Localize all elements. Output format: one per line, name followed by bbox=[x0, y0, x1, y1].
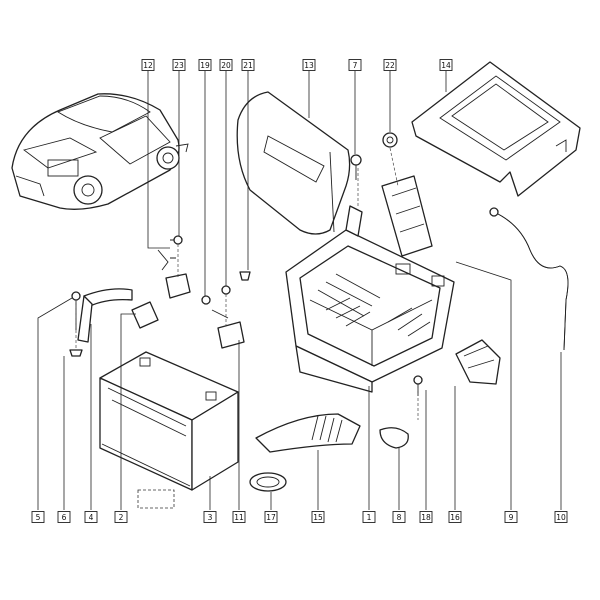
vehicle-thumbnail bbox=[11, 93, 189, 210]
callout-box bbox=[264, 511, 278, 523]
callout-box bbox=[232, 511, 246, 523]
callout-10: 10 bbox=[554, 511, 568, 523]
callout-box bbox=[302, 59, 316, 71]
callout-box bbox=[392, 511, 406, 523]
callout-number: 11 bbox=[234, 513, 244, 522]
hold-down-strap bbox=[69, 288, 133, 357]
battery bbox=[99, 351, 239, 509]
air-intake-sleeve bbox=[379, 339, 501, 449]
callout-17: 17 bbox=[264, 511, 278, 523]
callout-number: 20 bbox=[221, 61, 231, 70]
callout-number: 1 bbox=[367, 513, 372, 522]
callout-box bbox=[141, 59, 155, 71]
terminal-clamps bbox=[131, 235, 251, 349]
callout-15: 15 bbox=[311, 511, 325, 523]
callout-8: 8 bbox=[392, 511, 406, 523]
callout-number: 15 bbox=[313, 513, 323, 522]
callout-box bbox=[419, 511, 433, 523]
callout-21: 21 bbox=[241, 59, 255, 71]
callout-number: 3 bbox=[208, 513, 213, 522]
callout-box bbox=[504, 511, 518, 523]
callout-13: 13 bbox=[302, 59, 316, 71]
callout-3: 3 bbox=[203, 511, 217, 523]
callout-box bbox=[439, 59, 453, 71]
callout-number: 17 bbox=[266, 513, 276, 522]
callout-number: 6 bbox=[62, 513, 67, 522]
callout-number: 13 bbox=[304, 61, 314, 70]
callout-16: 16 bbox=[448, 511, 462, 523]
callout-number: 4 bbox=[89, 513, 94, 522]
callout-box bbox=[348, 59, 362, 71]
callout-11: 11 bbox=[232, 511, 246, 523]
air-duct bbox=[249, 413, 361, 492]
callout-19: 19 bbox=[198, 59, 212, 71]
top-cover bbox=[411, 61, 581, 197]
callout-5: 5 bbox=[31, 511, 45, 523]
callout-box bbox=[241, 59, 255, 71]
callout-4: 4 bbox=[84, 511, 98, 523]
callout-6: 6 bbox=[57, 511, 71, 523]
callout-1: 1 bbox=[362, 511, 376, 523]
callout-box bbox=[31, 511, 45, 523]
callout-number: 5 bbox=[36, 513, 41, 522]
callout-number: 2 bbox=[119, 513, 124, 522]
callouts-top: 12 23 19 20 21 13 7 22 14 bbox=[141, 59, 453, 71]
callout-number: 7 bbox=[353, 61, 358, 70]
callout-box bbox=[84, 511, 98, 523]
callout-box bbox=[203, 511, 217, 523]
callout-number: 21 bbox=[243, 61, 253, 70]
callout-box bbox=[311, 511, 325, 523]
callout-box bbox=[172, 59, 186, 71]
callout-box bbox=[362, 511, 376, 523]
callout-number: 10 bbox=[556, 513, 566, 522]
callout-number: 9 bbox=[509, 513, 514, 522]
callout-9: 9 bbox=[504, 511, 518, 523]
callout-number: 22 bbox=[385, 61, 395, 70]
callout-2: 2 bbox=[114, 511, 128, 523]
callout-box bbox=[198, 59, 212, 71]
fixing-screw bbox=[350, 154, 362, 180]
callout-box bbox=[219, 59, 233, 71]
callout-number: 16 bbox=[450, 513, 460, 522]
callout-number: 18 bbox=[421, 513, 431, 522]
callout-18: 18 bbox=[419, 511, 433, 523]
callout-box bbox=[57, 511, 71, 523]
callout-7: 7 bbox=[348, 59, 362, 71]
callout-12: 12 bbox=[141, 59, 155, 71]
callout-box bbox=[114, 511, 128, 523]
assembly-lines bbox=[75, 147, 419, 420]
callout-number: 12 bbox=[143, 61, 153, 70]
callout-box bbox=[448, 511, 462, 523]
callout-14: 14 bbox=[439, 59, 453, 71]
breather-pipe bbox=[489, 207, 569, 351]
callout-number: 23 bbox=[174, 61, 184, 70]
callout-23: 23 bbox=[172, 59, 186, 71]
callout-number: 19 bbox=[200, 61, 210, 70]
callout-number: 14 bbox=[441, 61, 451, 70]
fuse-box-bracket bbox=[381, 132, 433, 257]
callout-22: 22 bbox=[383, 59, 397, 71]
callout-box bbox=[383, 59, 397, 71]
battery-tray bbox=[285, 205, 455, 393]
housing-cover bbox=[236, 91, 351, 235]
callout-leaders bbox=[37, 71, 562, 510]
callout-box bbox=[554, 511, 568, 523]
callout-20: 20 bbox=[219, 59, 233, 71]
callout-number: 8 bbox=[397, 513, 402, 522]
